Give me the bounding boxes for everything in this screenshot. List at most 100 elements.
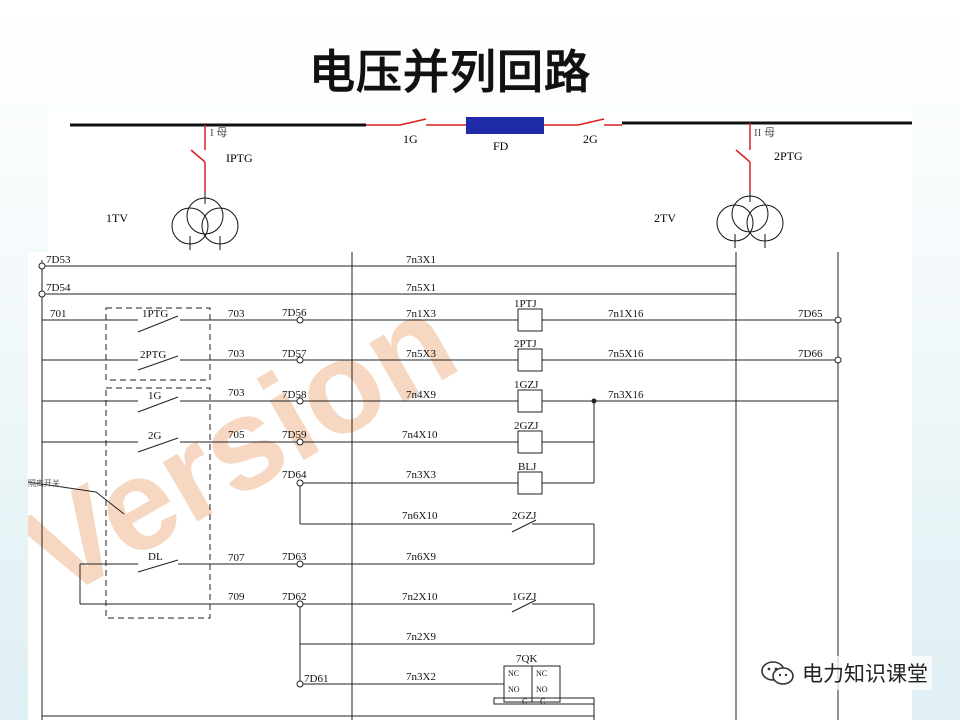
qk-nc-left: NC [508,669,519,678]
label-7d63: 7D63 [282,551,307,563]
label-7d53: 7D53 [46,254,71,266]
label-2g: 2G [583,132,598,146]
ptg1-blade [190,149,206,163]
tv2-winding-top [731,195,769,233]
contact-2ptg-blade [137,355,179,371]
terminal-7d59 [296,438,304,446]
label-7d59: 7D59 [282,429,307,441]
switch-1g-blade [399,118,427,126]
label-705: 705 [228,429,245,441]
qk-base [493,697,595,705]
g-contact-box [105,387,211,619]
label-7d61: 7D61 [304,673,328,685]
label-c2ptg: 2PTG [140,349,166,361]
label-703b: 703 [228,348,245,360]
brand-name: 电力知识课堂 [802,662,928,686]
switch-2g-blade [577,118,605,126]
label-1g: 1G [403,132,418,146]
label-2ptj: 2PTJ [514,338,537,350]
contact-1g-gap [138,397,180,405]
label-c1g: 1G [148,390,162,402]
label-left-cut: 隔离开关 [28,478,60,488]
qk-c-left: C [522,697,527,706]
label-7n6x10: 7n6X10 [402,510,438,522]
qk-no-right: NO [536,685,548,694]
label-7n2x9: 7n2X9 [406,631,436,643]
qk-no-left: NO [508,685,520,694]
label-7d54: 7D54 [46,282,71,294]
qk-c-right: C [540,697,545,706]
qk-labels: NC NC NO NO C C [508,669,548,706]
busbar-diagram: 1G FD 2G I 母 II 母 IPTG 1TV 2PTG 2TV [70,117,912,250]
contact-dl-blade [137,559,179,573]
label-7d66: 7D66 [798,348,823,360]
label-7n1x3: 7n1X3 [406,308,436,320]
label-7n1x16: 7n1X16 [608,308,644,320]
label-tv2: 2TV [654,211,676,225]
label-7n3x16: 7n3X16 [608,389,644,401]
label-7d56: 7D56 [282,307,307,319]
label-1gzj-contact: 1GZJ [512,591,537,603]
label-7d65: 7D65 [798,308,823,320]
slide-title: 电压并列回路 [309,45,591,99]
label-bus-i: I 母 [210,126,227,139]
terminal-7d57 [296,356,304,364]
label-7n2x10: 7n2X10 [402,591,438,603]
label-703c: 703 [228,387,245,399]
busbar-panel: 1G FD 2G I 母 II 母 IPTG 1TV 2PTG 2TV [48,110,912,252]
contact-2g-blade [137,437,179,453]
schematic-labels: 7D53 7D54 701 1PTG 2PTG 1G 2G DL 703 703… [28,254,823,685]
label-701: 701 [50,308,67,320]
label-c2g: 2G [148,430,162,442]
left-leader-a [27,481,97,493]
label-2gzj-coil: 2GZJ [514,420,539,432]
label-7n3x3: 7n3X3 [406,469,436,481]
label-bus-ii: II 母 [754,126,775,139]
terminal-7d53 [38,262,46,270]
label-7n5x1: 7n5X1 [406,282,436,294]
ptg-contact-box [105,307,211,381]
label-fd: FD [493,139,509,153]
relay-blj-coil [517,471,543,495]
qk-nc-right: NC [536,669,547,678]
wiring [27,252,839,720]
label-cdl: DL [148,551,163,563]
label-709: 709 [228,591,245,603]
contact-2ptg-gap [138,356,180,364]
terminal-circles [38,262,842,688]
label-c1ptg: 1PTG [142,308,168,320]
terminal-7d58 [296,397,304,405]
contact-2g-gap [138,438,180,446]
terminal-7d63 [296,560,304,568]
tie-breaker-fd [466,117,544,134]
wechat-icon [761,661,794,685]
contacts [137,315,537,613]
terminal-7d65 [834,316,842,324]
contact-2gzj-blade [511,519,537,533]
junction-7n3x16 [591,398,597,404]
label-7d57: 7D57 [282,348,307,360]
label-tv1: 1TV [106,211,128,225]
terminal-7d56 [296,316,304,324]
schematic-panel: Version [0,252,912,720]
label-7n4x10: 7n4X10 [402,429,438,441]
label-7n4x9: 7n4X9 [406,389,436,401]
label-1gzj-coil: 1GZJ [514,379,539,391]
voltage-parallel-schematic: Version [0,252,842,720]
label-ptg2: 2PTG [774,149,803,163]
label-2gzj-contact: 2GZJ [512,510,537,522]
label-7n3x1: 7n3X1 [406,254,436,266]
contact-1ptg-blade [137,315,179,333]
terminal-7d64 [296,479,304,487]
label-703a: 703 [228,308,245,320]
qk-switch [493,665,595,705]
relay-2ptj-coil [517,348,543,372]
label-1ptj: 1PTJ [514,298,537,310]
contact-1ptg-gap [138,316,180,324]
label-ptg1: IPTG [226,151,253,165]
relay-2gzj-coil [517,430,543,454]
label-7n5x3: 7n5X3 [406,348,436,360]
label-7d62: 7D62 [282,591,306,603]
label-7n3x2: 7n3X2 [406,671,436,683]
label-7n6x9: 7n6X9 [406,551,436,563]
